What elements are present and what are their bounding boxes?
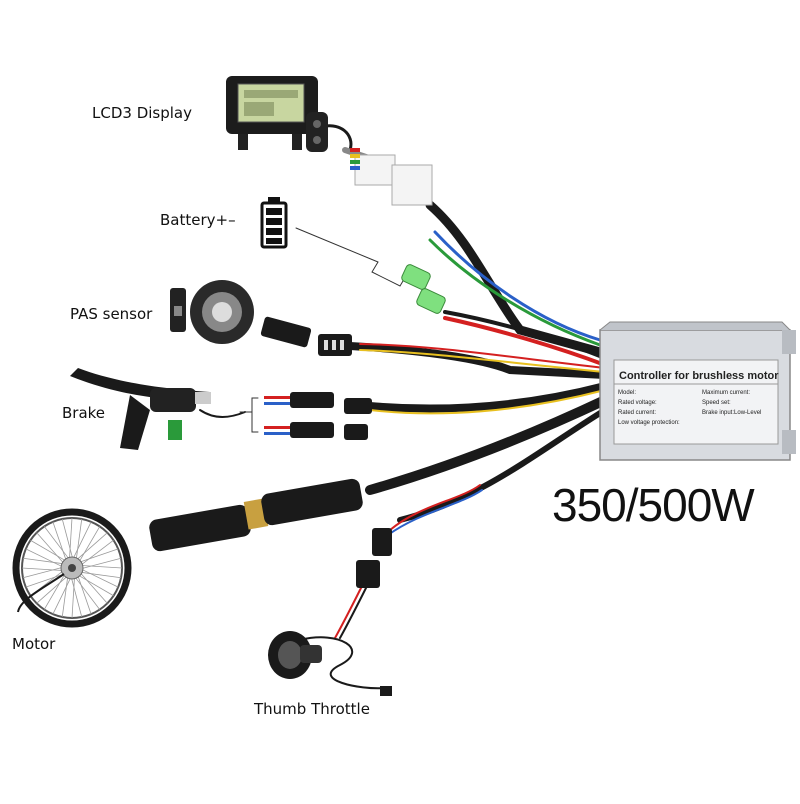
pas-connector-icon	[260, 316, 352, 356]
power-rating: 350/500W	[552, 478, 754, 532]
throttle-connector-icon	[356, 528, 392, 588]
controller-spec-rated-current: Rated current:	[618, 410, 656, 416]
label-motor: Motor	[12, 635, 55, 653]
battery-bracket	[372, 262, 406, 286]
label-pas-sensor: PAS sensor	[70, 305, 152, 323]
wheel-spoke	[81, 572, 121, 577]
wheel-spoke	[53, 578, 71, 614]
motor-wheel-icon	[16, 512, 128, 624]
brake-bracket	[240, 398, 258, 432]
wheel-spoke	[62, 577, 67, 617]
controller-spec-speed-set: Speed set:	[702, 400, 731, 406]
controller-spec-low-voltage: Low voltage protection:	[618, 420, 680, 426]
label-brake: Brake	[62, 404, 105, 422]
brake-connector-icon	[264, 392, 372, 440]
wheel-spoke	[37, 533, 64, 563]
battery-icon	[262, 197, 286, 247]
lcd-display-icon	[226, 76, 328, 152]
throttle-lower-wires	[335, 580, 365, 638]
controller-spec-rated-voltage: Rated voltage:	[618, 400, 657, 406]
wheel-spoke	[26, 549, 62, 567]
controller-spec-max-current: Maximum current:	[702, 390, 750, 396]
throttle-lower-wires-black	[340, 580, 370, 638]
brake-cable-to-controller	[370, 386, 605, 409]
controller-box-icon: Controller for brushless motor Model: Ma…	[600, 322, 796, 460]
battery-connector-icon	[400, 263, 446, 314]
throttle-wire-blue	[388, 490, 482, 535]
wheel-spoke	[73, 522, 91, 558]
battery-wire	[296, 228, 378, 262]
wheel-spoke	[23, 558, 63, 563]
motor-connector-icon	[148, 478, 364, 553]
wheel-spoke	[76, 519, 81, 559]
controller-spec-model: Model:	[618, 390, 636, 396]
brake-lever-cable	[200, 410, 245, 417]
wheel-spoke	[82, 569, 118, 587]
thumb-throttle-icon	[268, 631, 392, 696]
label-thumb-throttle: Thumb Throttle	[254, 700, 370, 718]
label-lcd-display: LCD3 Display	[92, 104, 192, 122]
controller-title: Controller for brushless motor	[619, 370, 779, 382]
controller-spec-brake-input: Brake input:Low-Level	[702, 410, 761, 416]
lcd-connector-icon	[350, 148, 432, 205]
wheel-spoke	[77, 533, 107, 560]
wheel-spoke	[81, 573, 108, 603]
pas-sensor-icon	[170, 280, 254, 344]
label-battery: Battery+–	[160, 211, 236, 229]
